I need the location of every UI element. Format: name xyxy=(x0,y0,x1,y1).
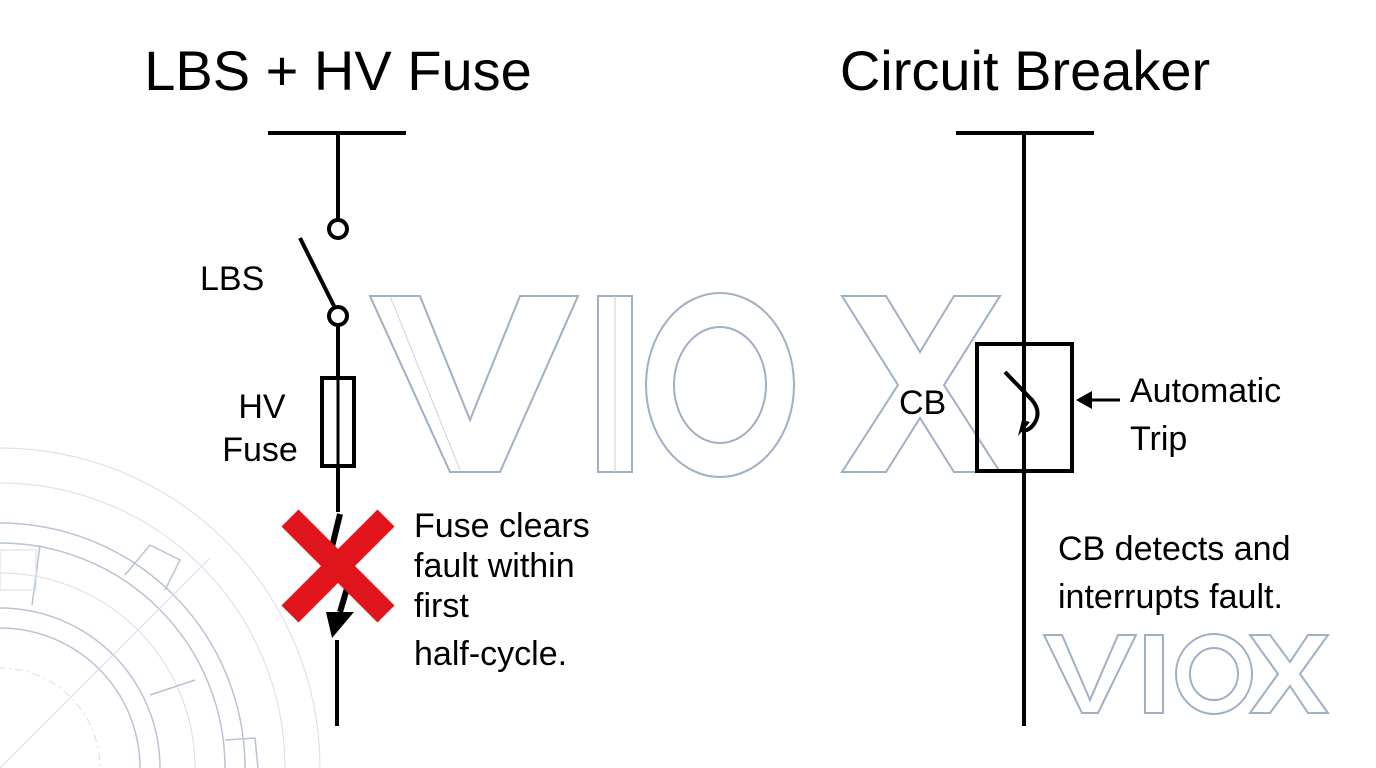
fuse-note: Fuse clears fault within first half-cycl… xyxy=(414,507,590,673)
fuse-note-line: half-cycle. xyxy=(414,635,567,673)
watermark-viox-small xyxy=(1042,633,1330,715)
circuit-breaker-symbol xyxy=(975,342,1074,473)
fault-cross-icon xyxy=(281,509,395,623)
cb-note: CB detects and interrupts fault. xyxy=(1058,530,1290,616)
lbs-label: LBS xyxy=(200,260,264,298)
fuse-note-line: Fuse clears xyxy=(414,507,590,545)
cb-note-line: interrupts fault. xyxy=(1058,578,1283,616)
automatic-trip-label-line1: Automatic xyxy=(1130,372,1281,410)
hv-fuse-symbol xyxy=(320,376,356,468)
circuit-breaker-title: Circuit Breaker xyxy=(840,39,1210,102)
fuse-note-line: first xyxy=(414,587,469,625)
lbs-switch-symbol xyxy=(298,218,349,327)
automatic-trip-label-line2: Trip xyxy=(1130,420,1187,458)
lbs-fuse-panel: LBS + HV Fuse LBS HV Fuse Fuse cle xyxy=(144,39,590,726)
cb-label: CB xyxy=(899,384,946,422)
lbs-fuse-title: LBS + HV Fuse xyxy=(144,39,532,102)
fuse-note-line: fault within xyxy=(414,547,575,585)
hv-fuse-label-line2: Fuse xyxy=(222,431,298,469)
watermark-viox-large xyxy=(368,292,1002,478)
circuit-breaker-panel: Circuit Breaker CB Automatic Trip CB det… xyxy=(840,39,1290,726)
hv-fuse-label-line1: HV xyxy=(238,388,286,426)
automatic-trip-arrow-icon xyxy=(1076,391,1120,409)
background-technical-drawing xyxy=(0,447,321,768)
cb-note-line: CB detects and xyxy=(1058,530,1290,568)
